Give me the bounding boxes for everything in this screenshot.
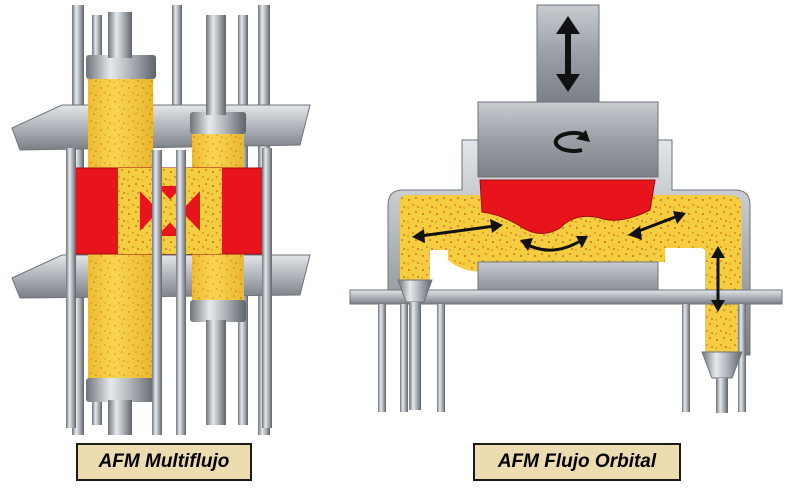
piston-rod bbox=[206, 320, 226, 425]
piston-rod bbox=[108, 400, 132, 435]
leg bbox=[738, 304, 746, 412]
double-arrow-vertical-icon bbox=[556, 16, 580, 92]
media-channel bbox=[118, 168, 222, 254]
media-channel bbox=[118, 168, 140, 254]
nozzle bbox=[716, 378, 728, 413]
upper-plate bbox=[11, 104, 311, 151]
leg bbox=[682, 304, 690, 412]
frame-rod bbox=[262, 148, 272, 428]
piston-cap bbox=[86, 378, 156, 402]
double-arrow-horizontal-icon bbox=[412, 219, 503, 243]
leg bbox=[378, 304, 386, 412]
nozzle bbox=[701, 351, 743, 379]
leg bbox=[437, 304, 445, 412]
base-plate bbox=[349, 289, 783, 305]
frame-rod bbox=[66, 148, 76, 428]
media-channel bbox=[118, 236, 222, 254]
media-channel bbox=[118, 168, 222, 186]
nozzle bbox=[409, 302, 421, 410]
caption-orbital-flow: AFM Flujo Orbital bbox=[473, 443, 681, 481]
piston-cap bbox=[190, 300, 246, 322]
leg bbox=[400, 304, 408, 412]
orbital-machine bbox=[349, 4, 783, 413]
frame-rod bbox=[176, 150, 186, 435]
media-channel bbox=[200, 168, 222, 254]
workpiece bbox=[479, 179, 656, 234]
piston-rod bbox=[108, 12, 132, 58]
piston-cap bbox=[86, 55, 156, 79]
multiflow-machine bbox=[11, 5, 311, 435]
nozzle bbox=[397, 279, 433, 303]
caption-multiflow: AFM Multiflujo bbox=[76, 443, 252, 481]
piston-rod bbox=[206, 15, 226, 115]
piston-cap bbox=[190, 112, 246, 134]
double-arrow-vertical-icon bbox=[711, 246, 725, 312]
double-arrow-horizontal-icon bbox=[520, 236, 588, 252]
frame-rod bbox=[172, 5, 182, 105]
double-arrow-horizontal-icon bbox=[628, 211, 686, 240]
rotation-arrow-icon bbox=[553, 130, 590, 153]
frame-rod bbox=[152, 150, 162, 435]
abrasive-media bbox=[400, 195, 742, 352]
orbital-head bbox=[477, 101, 659, 178]
